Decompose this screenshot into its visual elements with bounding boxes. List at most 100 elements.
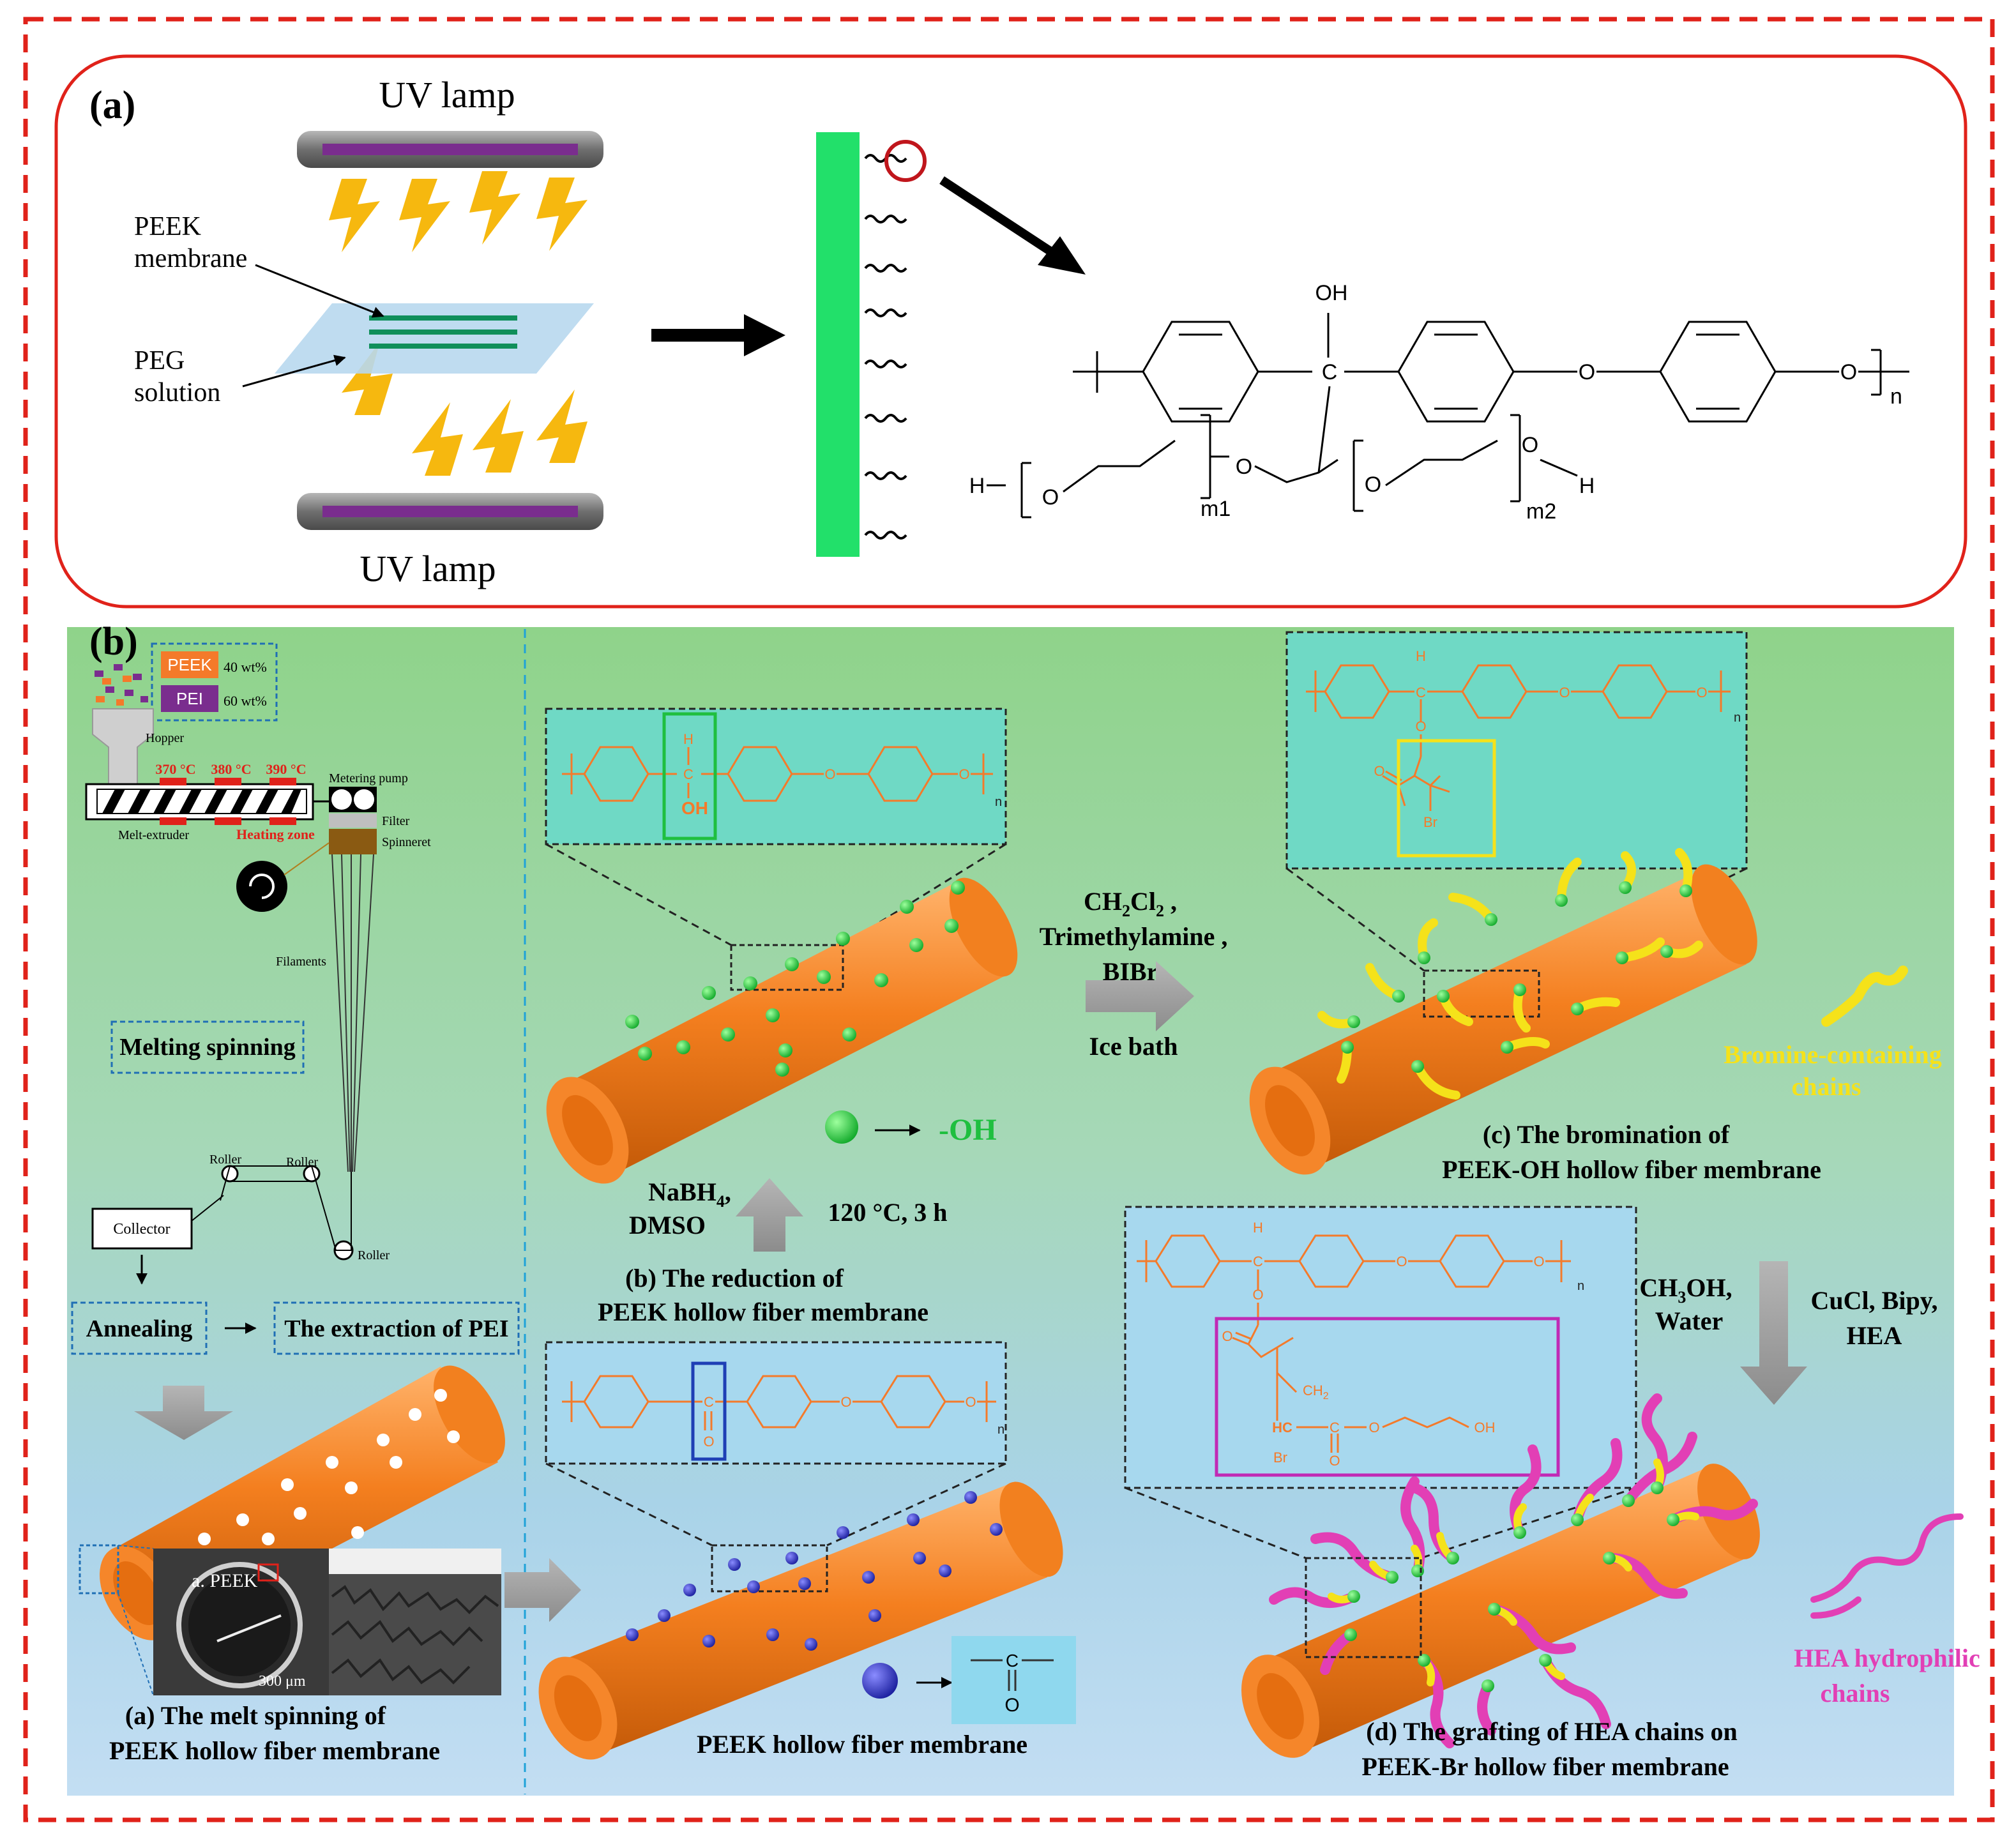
caption-b-line1: (b) The reduction of (625, 1264, 844, 1292)
inset4-br: Br (1273, 1450, 1287, 1466)
inset2-o2: O (840, 1394, 851, 1410)
spinneret-label: Spinneret (382, 835, 431, 849)
filter-label: Filter (382, 814, 410, 828)
collector-label: Collector (113, 1221, 170, 1238)
inset4-oh: OH (1474, 1420, 1496, 1435)
dmso-label: DMSO (629, 1211, 706, 1239)
grafted-membrane (816, 132, 860, 557)
chem-o2: O (1840, 360, 1857, 384)
chem-o-mid: O (1236, 455, 1252, 479)
inset4-ch2: CH2 (1303, 1382, 1329, 1402)
spinneret (329, 829, 377, 854)
chem-o1: O (1579, 360, 1595, 384)
sem-scale: 300 μm (259, 1673, 306, 1690)
hea-anchor-dots (1344, 1481, 1679, 1692)
roller-label-3: Roller (358, 1248, 390, 1262)
hydroxyl-dots (625, 881, 965, 1077)
peek-membrane-label-1: PEEK (134, 212, 201, 241)
water-label: Water (1655, 1306, 1724, 1335)
inset3-o: O (1415, 718, 1426, 734)
inset4-o: O (1252, 1287, 1263, 1303)
inset3-o3: O (1696, 685, 1707, 701)
hea-label: HEA (1847, 1321, 1902, 1350)
pei-swatch (161, 685, 218, 712)
carbonyl-legend-box (951, 1636, 1076, 1724)
right-arrow-grey (504, 1558, 581, 1622)
inset1-c: C (683, 766, 693, 782)
extraction-box (273, 1301, 520, 1355)
carbonyl-legend-o: O (1004, 1695, 1019, 1716)
right-arrow-bromination (1086, 961, 1194, 1031)
inset4-hc: HC (1272, 1420, 1292, 1435)
collector-link (191, 1195, 224, 1222)
tube-peek-br (1249, 864, 1757, 1175)
roller-label-2: Roller (286, 1155, 318, 1169)
peg-solution-label-1: PEG (134, 346, 185, 375)
peg-solution-pointer (242, 354, 346, 388)
inset3-n: n (1734, 711, 1741, 725)
uv-rays-top (329, 171, 587, 252)
sem-zoom-line-1 (117, 1545, 154, 1549)
chem-n: n (1890, 384, 1902, 409)
melt-extruder-label: Melt-extruder (118, 828, 189, 842)
carbonyl-legend-c: C (1006, 1651, 1019, 1670)
trimethylamine-label: Trimethylamine , (1040, 922, 1228, 951)
peek-membrane-label-2: membrane (134, 244, 247, 273)
uv-lamp-top-label: UV lamp (379, 74, 515, 116)
melt-extruder (85, 778, 314, 825)
melting-spinning-box (110, 1020, 305, 1074)
inset4-c: C (1253, 1253, 1263, 1269)
annealing-label: Annealing (86, 1315, 193, 1342)
hea-chains-label-1: HEA hydrophilic (1794, 1644, 1980, 1672)
filter (329, 814, 377, 828)
chem-m2: m2 (1526, 499, 1556, 524)
structure-peek (562, 1375, 996, 1430)
uv-lamp-bottom (297, 493, 603, 530)
peek-membrane-pointer (255, 264, 384, 318)
sem-zoom-line-2 (117, 1593, 154, 1696)
process-arrow-a (651, 314, 785, 356)
zoom-line-co-left (545, 1462, 713, 1547)
inset1-n: n (995, 795, 1002, 809)
extraction-label: The extraction of PEI (284, 1315, 508, 1342)
annealing-box (71, 1301, 208, 1355)
caption-d-line2: PEEK-Br hollow fiber membrane (1361, 1752, 1729, 1781)
inset-peek (545, 1341, 1007, 1465)
chem-o-left: O (1042, 485, 1059, 510)
pei-swatch-label: PEI (176, 689, 203, 708)
sem-cross-section-image (153, 1549, 329, 1695)
carbonyl-dots (626, 1491, 1003, 1651)
bromine-chain-legend (1821, 966, 1908, 1027)
caption-b-line2: PEEK hollow fiber membrane (598, 1298, 928, 1326)
caption-a-line2: PEEK hollow fiber membrane (109, 1736, 440, 1765)
tube-peek (538, 1481, 1063, 1760)
inset3-h: H (1416, 648, 1426, 664)
zoom-line-br-left (1286, 867, 1425, 972)
tube-peek-oh (546, 877, 1018, 1184)
caption-c-line1: (c) The bromination of (1483, 1120, 1730, 1149)
ch3oh-label: CH3OH, (1639, 1273, 1732, 1306)
chem-oh: OH (1315, 281, 1348, 305)
inset2-n: n (997, 1423, 1004, 1437)
panel-a-frame (54, 54, 1967, 609)
down-arrow-grey (134, 1386, 233, 1440)
structure-peek-hea (1137, 1234, 1571, 1453)
tube-br-zoom-box (1423, 969, 1540, 1018)
carbonyl-legend-dot (862, 1663, 898, 1699)
peek-membrane-strips (369, 315, 517, 349)
peek-swatch (161, 651, 218, 678)
zoom-line-hea-left (1125, 1487, 1307, 1559)
peek-wt: 40 wt% (224, 659, 267, 675)
oh-highlight-box (662, 712, 717, 840)
oh-legend-dot (825, 1110, 858, 1144)
uv-lamp-bottom-label: UV lamp (360, 548, 496, 589)
inset1-o: O (824, 766, 835, 782)
tube-co-zoom-box (711, 1544, 828, 1593)
temp-2: 380 °C (211, 761, 251, 777)
nabh4-label: NaBH4, (648, 1178, 731, 1211)
chem-h-left: H (969, 474, 985, 498)
chem-m1: m1 (1201, 497, 1231, 521)
inset4-o4: O (1329, 1453, 1340, 1469)
inset-peek-oh (545, 708, 1007, 845)
ice-bath-label: Ice bath (1089, 1032, 1178, 1061)
